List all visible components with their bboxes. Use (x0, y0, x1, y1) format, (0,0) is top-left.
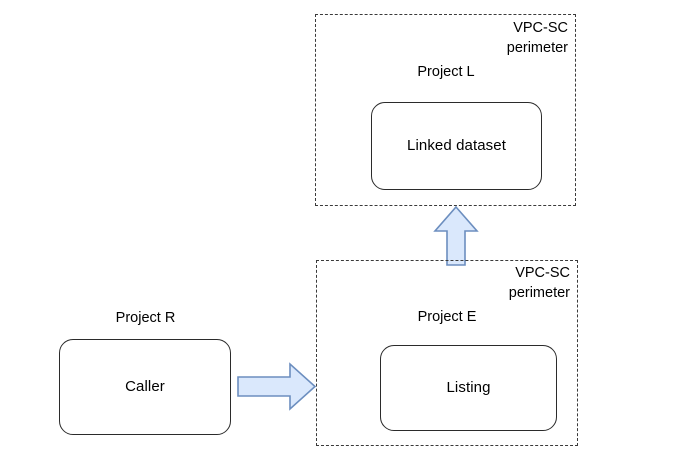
vpc-sc-perimeter-bottom (316, 260, 578, 446)
vpc-sc-label-top-line1: VPC-SC (513, 20, 568, 36)
node-caller-label: Caller (125, 378, 165, 395)
node-listing-label: Listing (446, 379, 491, 396)
vpc-sc-label-bottom-line1: VPC-SC (515, 265, 570, 281)
vpc-sc-perimeter-top (315, 14, 576, 206)
project-label-r: Project R (115, 310, 176, 326)
node-listing[interactable]: Listing (380, 345, 557, 431)
project-label-e: Project E (417, 309, 477, 325)
node-caller[interactable]: Caller (59, 339, 231, 435)
node-linked-dataset[interactable]: Linked dataset (371, 102, 542, 190)
vpc-sc-label-bottom-line2: perimeter (508, 285, 570, 301)
block-arrow-right-icon (237, 362, 317, 411)
node-linked-dataset-label: Linked dataset (407, 137, 506, 154)
block-arrow-up-icon (433, 205, 479, 267)
vpc-sc-label-top-line2: perimeter (506, 40, 568, 56)
project-label-l: Project L (417, 64, 475, 80)
